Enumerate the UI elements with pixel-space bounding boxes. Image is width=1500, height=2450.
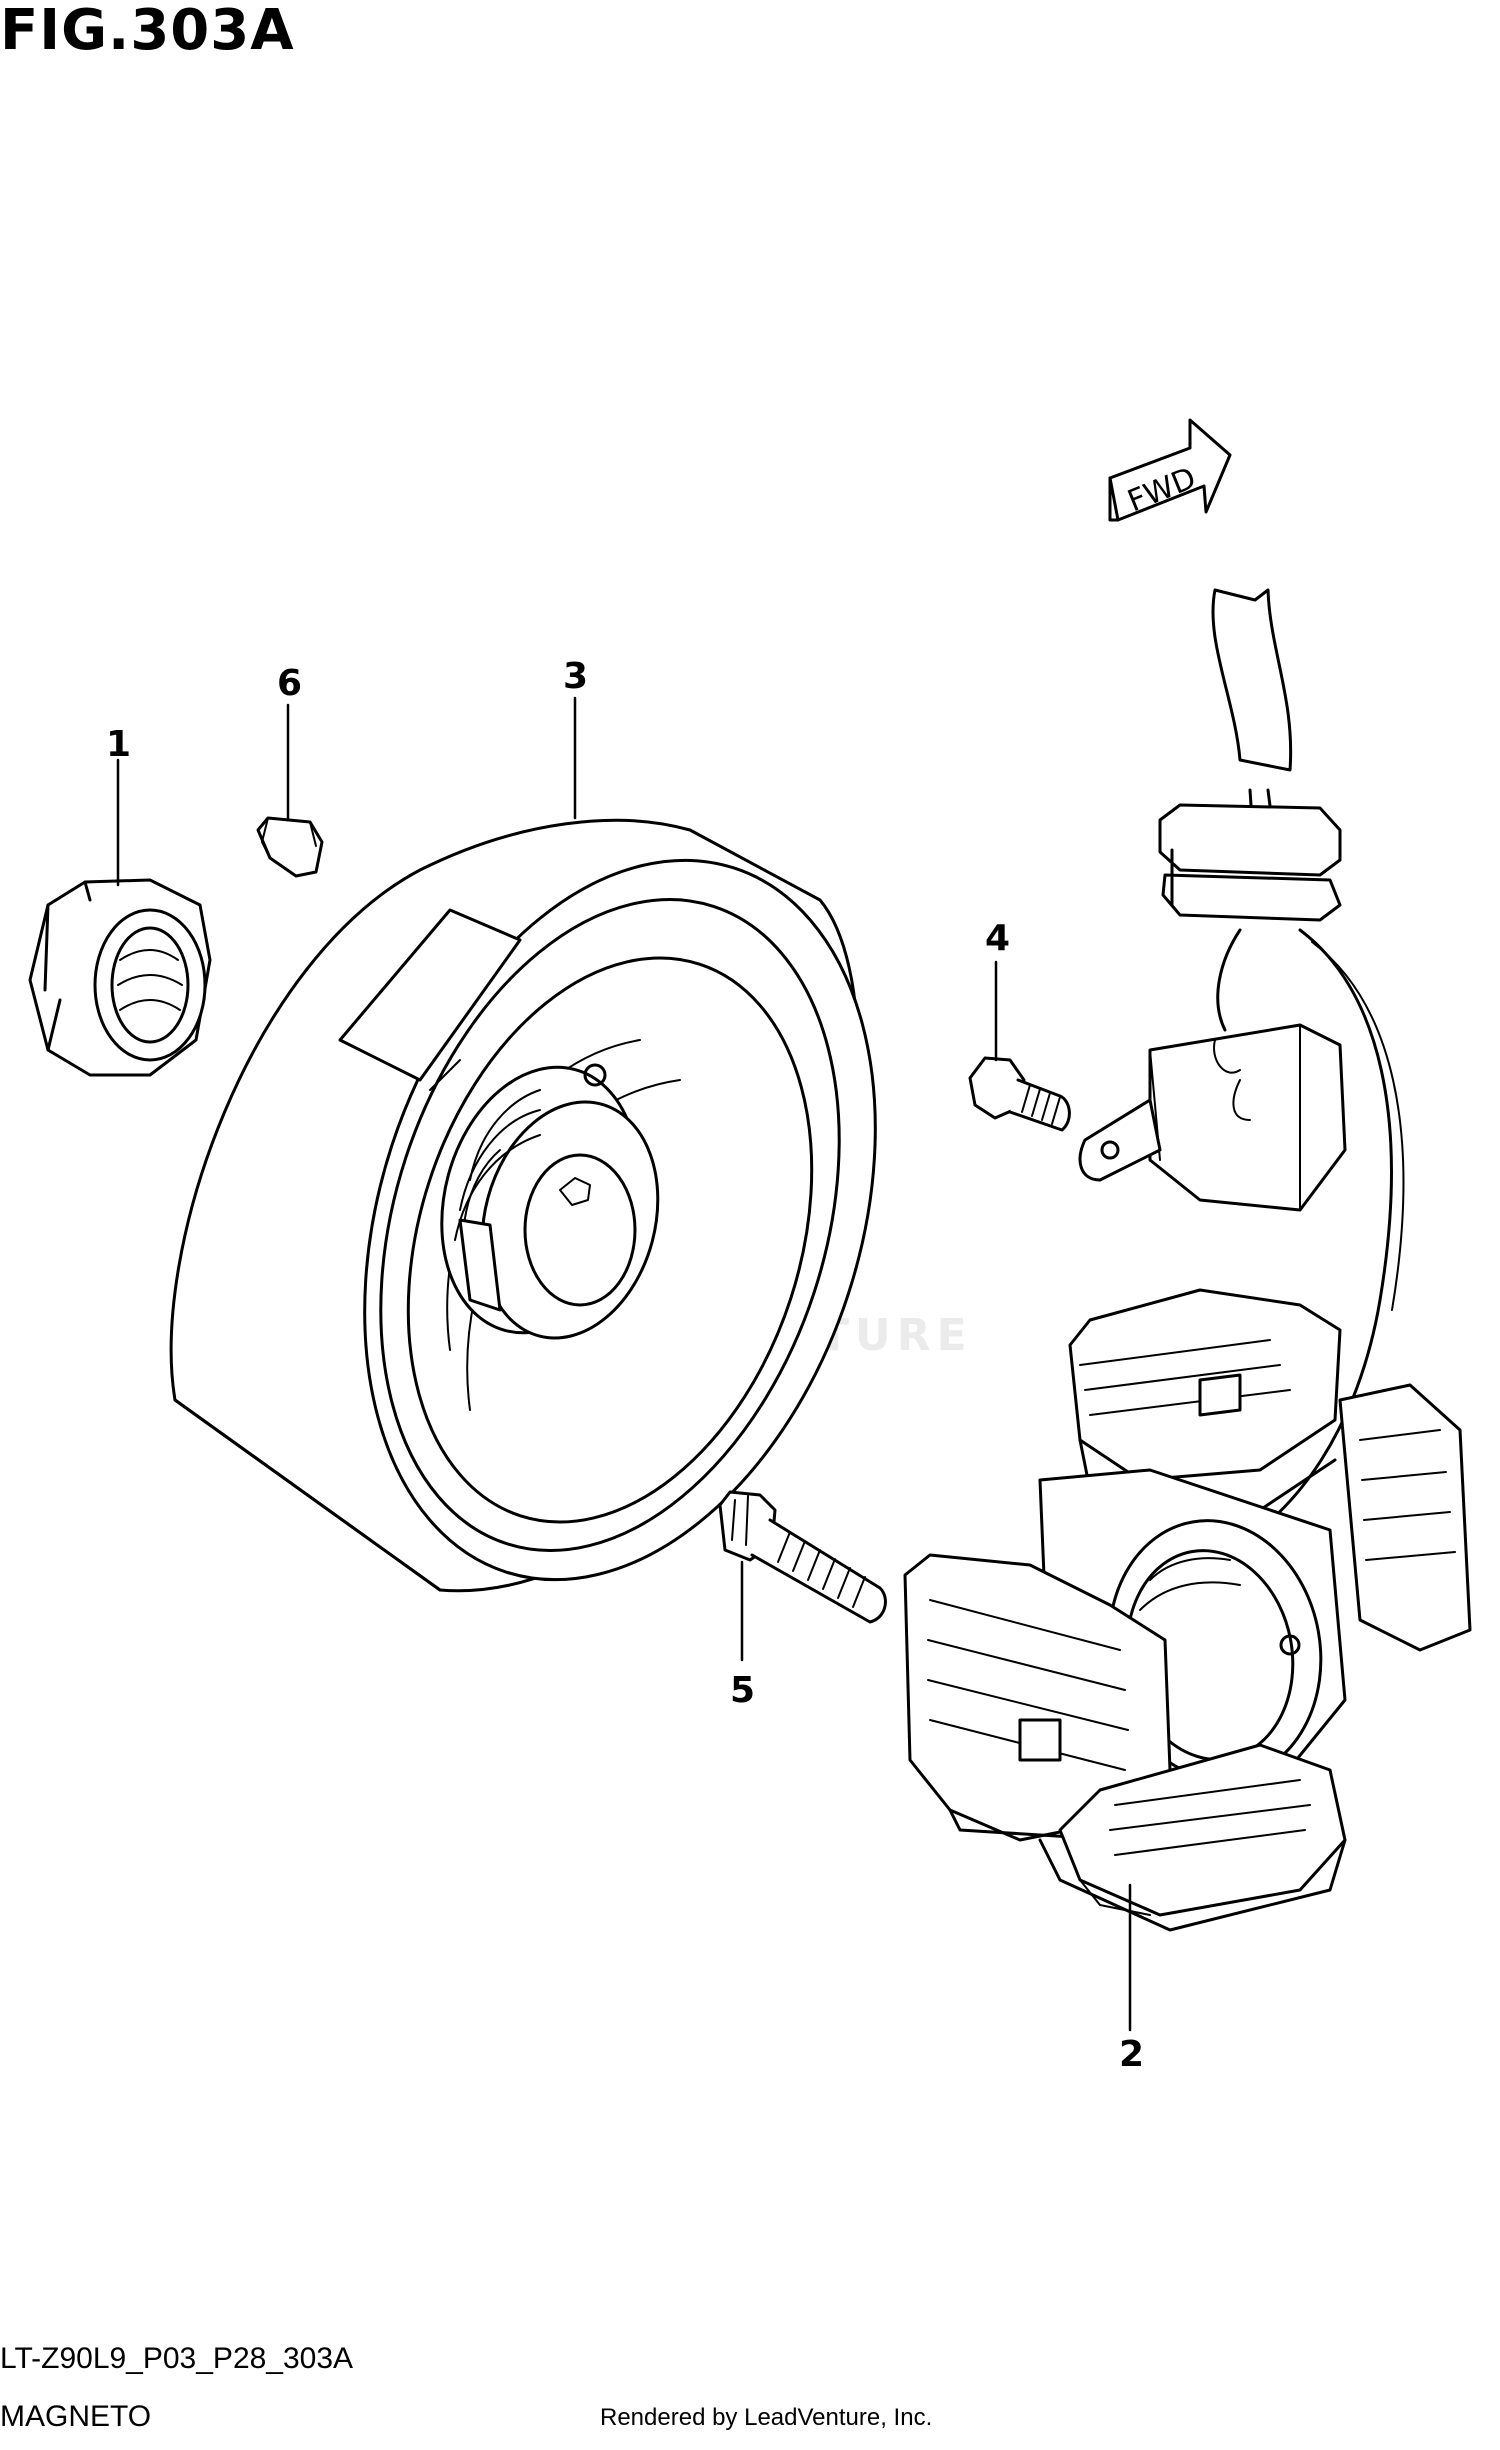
- callout-5: 5: [730, 1670, 755, 1711]
- leader-lines: [116, 696, 1132, 2032]
- bolt-part: [718, 1490, 887, 1624]
- render-credit: Rendered by LeadVenture, Inc.: [600, 2404, 933, 2431]
- screw-part: [968, 1056, 1071, 1132]
- fwd-arrow-icon: FWD: [1108, 418, 1232, 522]
- stator-part: [903, 588, 1472, 1932]
- callout-3: 3: [563, 656, 588, 697]
- callout-6: 6: [277, 663, 302, 704]
- figure-title: FIG.303A: [0, 0, 295, 63]
- rotor-part: [169, 818, 877, 1593]
- callout-labels: 1 6 3 4 5 2: [106, 656, 1144, 2075]
- diagram-code: LT-Z90L9_P03_P28_303A: [0, 2342, 354, 2375]
- callout-2: 2: [1119, 2034, 1144, 2075]
- nut-part: [28, 878, 212, 1077]
- key-part: [256, 816, 324, 878]
- callout-1: 1: [106, 724, 131, 765]
- callout-4: 4: [985, 918, 1010, 959]
- diagram-name: MAGNETO: [0, 2400, 152, 2433]
